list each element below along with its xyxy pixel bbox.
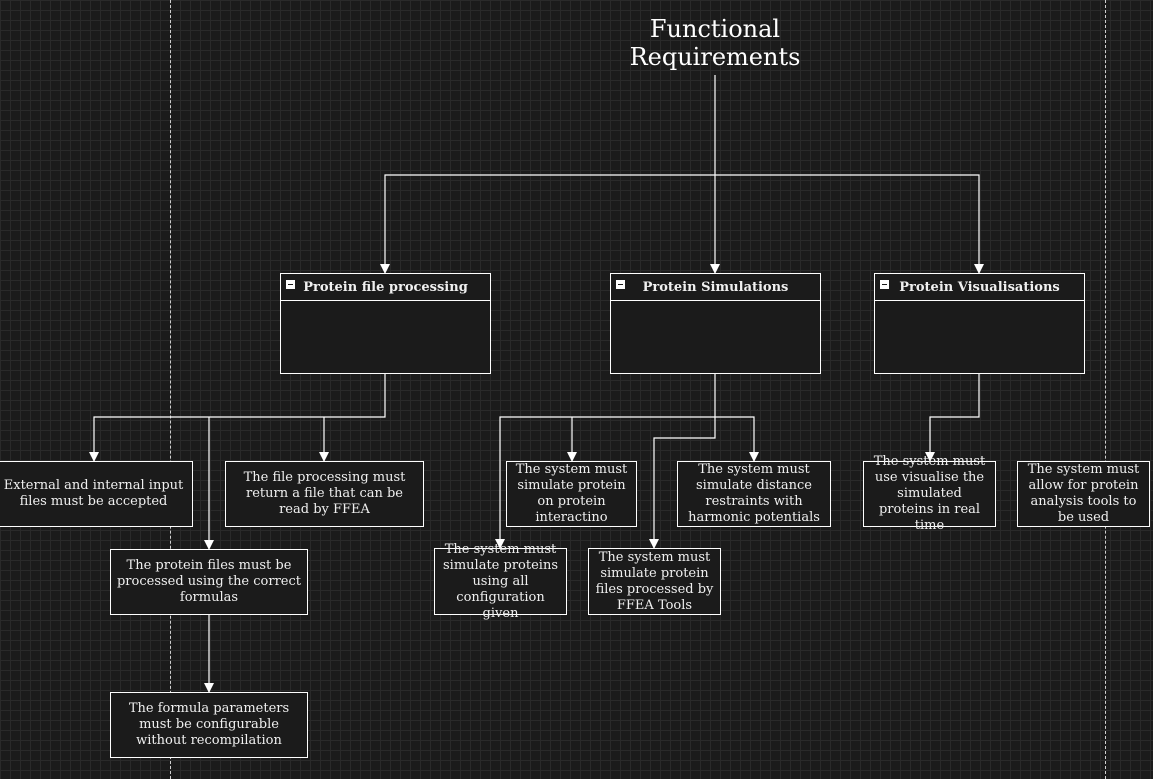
requirement-external-input-files[interactable]: External and internal input files must b… — [0, 461, 193, 527]
requirement-real-time-visualisation[interactable]: The system must use visualise the simula… — [863, 454, 996, 533]
diagram-title: Functional Requirements — [629, 15, 801, 71]
group-header: Protein file processing — [281, 274, 490, 301]
page-boundary-right — [1105, 0, 1106, 779]
collapse-icon[interactable] — [615, 279, 626, 290]
connector-processing-to-external — [89, 373, 386, 462]
group-header: Protein Visualisations — [875, 274, 1084, 301]
group-protein-visualisations[interactable]: Protein Visualisations — [874, 273, 1085, 374]
requirement-all-configuration[interactable]: The system must simulate proteins using … — [434, 542, 567, 621]
requirement-correct-formulas[interactable]: The protein files must be processed usin… — [110, 549, 308, 615]
requirement-distance-restraints[interactable]: The system must simulate distance restra… — [677, 461, 831, 527]
requirement-ffea-tools-files[interactable]: The system must simulate protein files p… — [588, 548, 721, 615]
requirement-return-ffea-file[interactable]: The file processing must return a file t… — [225, 461, 424, 527]
connector-simulations-to-interaction — [495, 373, 716, 549]
requirement-configurable-parameters[interactable]: The formula parameters must be configura… — [110, 692, 308, 758]
group-header: Protein Simulations — [611, 274, 820, 301]
connector-title-to-visualisations — [715, 174, 984, 274]
group-protein-file-processing[interactable]: Protein file processing — [280, 273, 491, 374]
requirement-analysis-tools[interactable]: The system must allow for protein analys… — [1017, 461, 1150, 527]
collapse-icon[interactable] — [879, 279, 890, 290]
requirement-protein-interaction[interactable]: The system must simulate protein on prot… — [506, 461, 637, 527]
collapse-icon[interactable] — [285, 279, 296, 290]
connector-visualisations-to-realtime — [925, 373, 980, 462]
group-protein-simulations[interactable]: Protein Simulations — [610, 273, 821, 374]
connector-simulations-to-ffea-tools — [649, 417, 716, 549]
connector-simulations-to-restraints — [715, 416, 759, 462]
group-label: Protein Visualisations — [899, 279, 1060, 295]
group-label: Protein file processing — [303, 279, 468, 295]
connector-title-to-processing — [380, 174, 715, 274]
page-boundary-left — [170, 0, 171, 779]
group-label: Protein Simulations — [642, 279, 789, 295]
